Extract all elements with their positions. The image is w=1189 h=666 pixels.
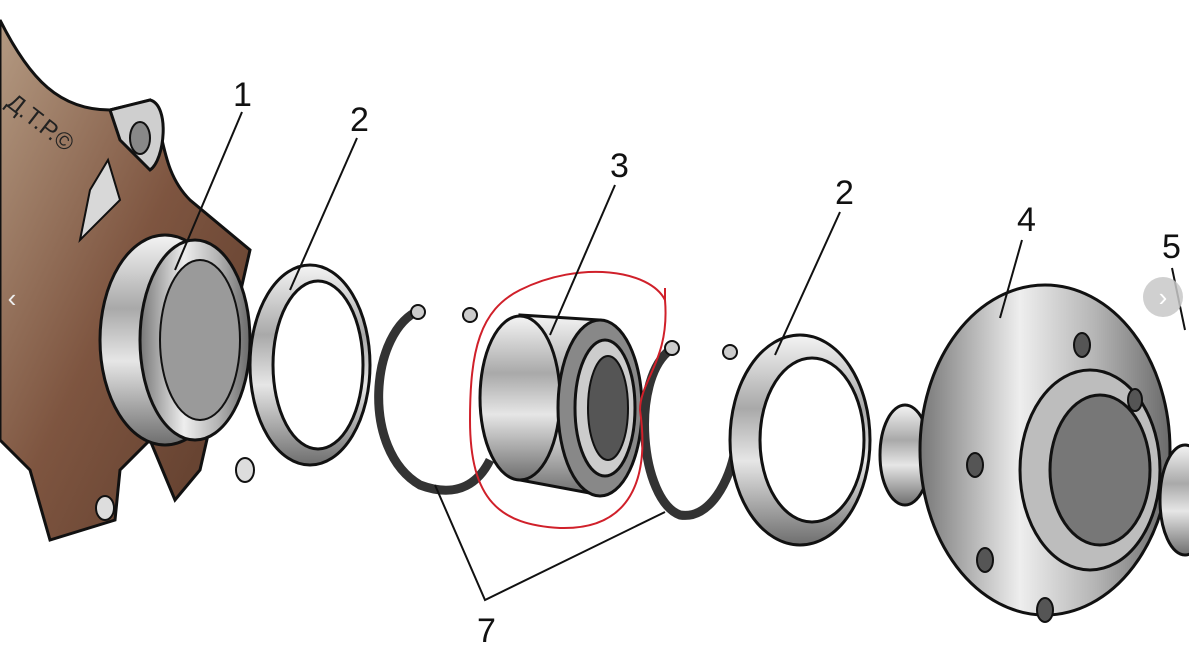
- label-3: 3: [610, 147, 629, 185]
- next-image-button[interactable]: ›: [1143, 277, 1183, 317]
- label-4: 4: [1017, 201, 1036, 239]
- label-1: 1: [233, 76, 252, 114]
- wheel-hub: [878, 283, 1172, 623]
- highlight-circle: [468, 270, 667, 530]
- label-2-left: 2: [350, 101, 369, 139]
- mud-shield-ring-right: [728, 333, 872, 547]
- mud-shield-ring-left: [248, 263, 372, 467]
- wheel-bearing: [478, 313, 644, 498]
- chevron-right-icon: ›: [1158, 281, 1168, 312]
- label-5: 5: [1162, 228, 1181, 266]
- previous-image-button[interactable]: ‹: [0, 280, 24, 316]
- label-7: 7: [477, 612, 496, 650]
- snap-ring-right: [640, 346, 740, 520]
- leader-lines: [174, 111, 1186, 602]
- chevron-left-icon: ‹: [7, 282, 17, 313]
- hub-nut: [1158, 443, 1189, 557]
- label-2-right: 2: [835, 174, 854, 212]
- snap-ring-left: [374, 305, 495, 495]
- knuckle-bore: [98, 233, 252, 447]
